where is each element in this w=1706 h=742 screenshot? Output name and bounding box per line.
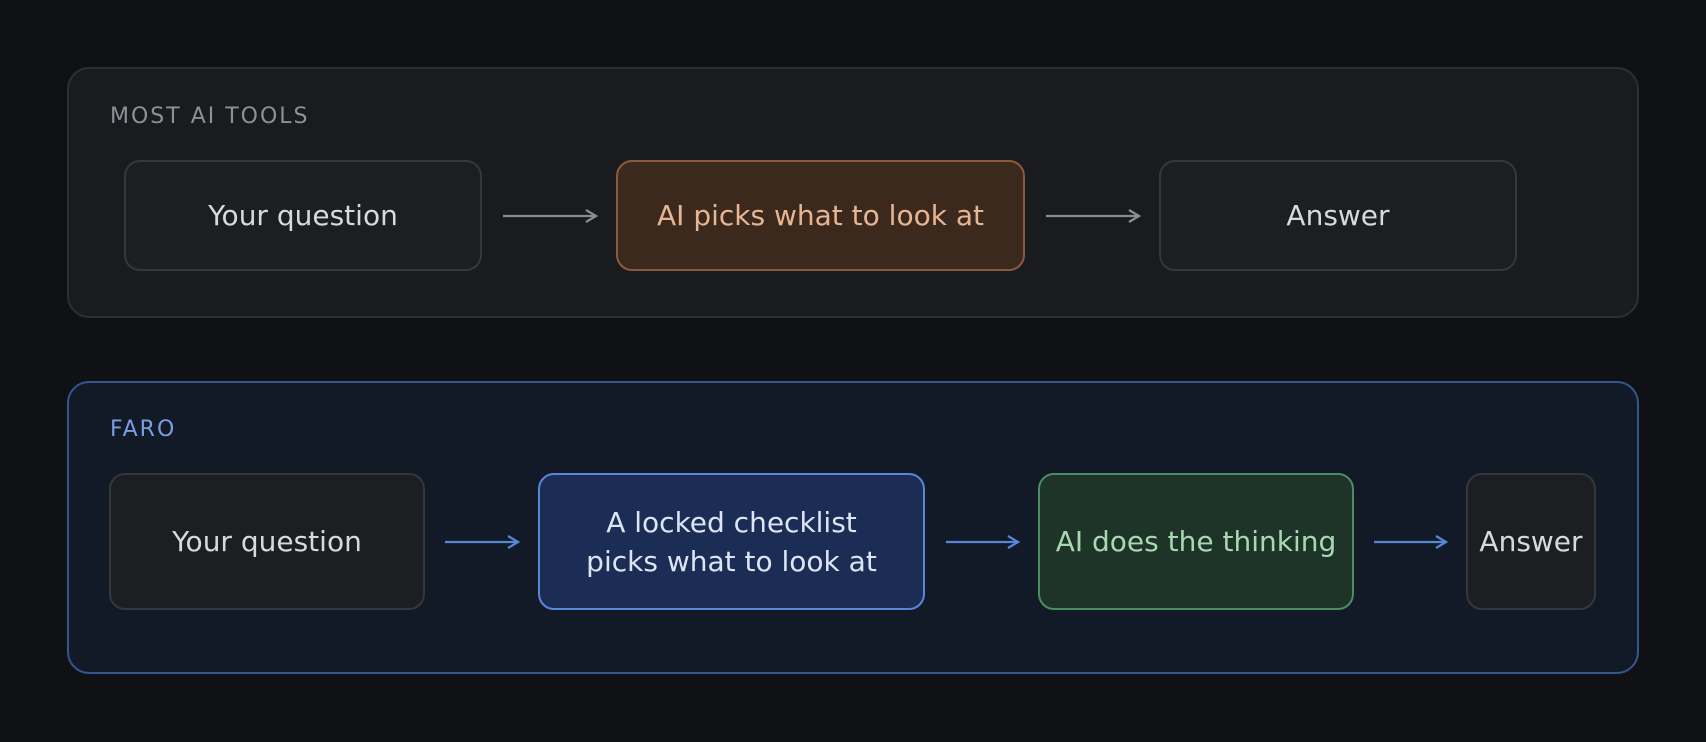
faro-step-your-question: Your question	[109, 473, 425, 610]
faro-step-answer: Answer	[1466, 473, 1596, 610]
step-your-question: Your question	[124, 160, 482, 271]
faro-step-ai-thinking: AI does the thinking	[1038, 473, 1354, 610]
faro-title: FARO	[110, 417, 177, 442]
faro-step-locked-checklist: A locked checklist picks what to look at	[538, 473, 925, 610]
step-answer: Answer	[1159, 160, 1517, 271]
step-ai-picks: AI picks what to look at	[616, 160, 1025, 271]
most-ai-tools-title: MOST AI TOOLS	[110, 104, 310, 129]
